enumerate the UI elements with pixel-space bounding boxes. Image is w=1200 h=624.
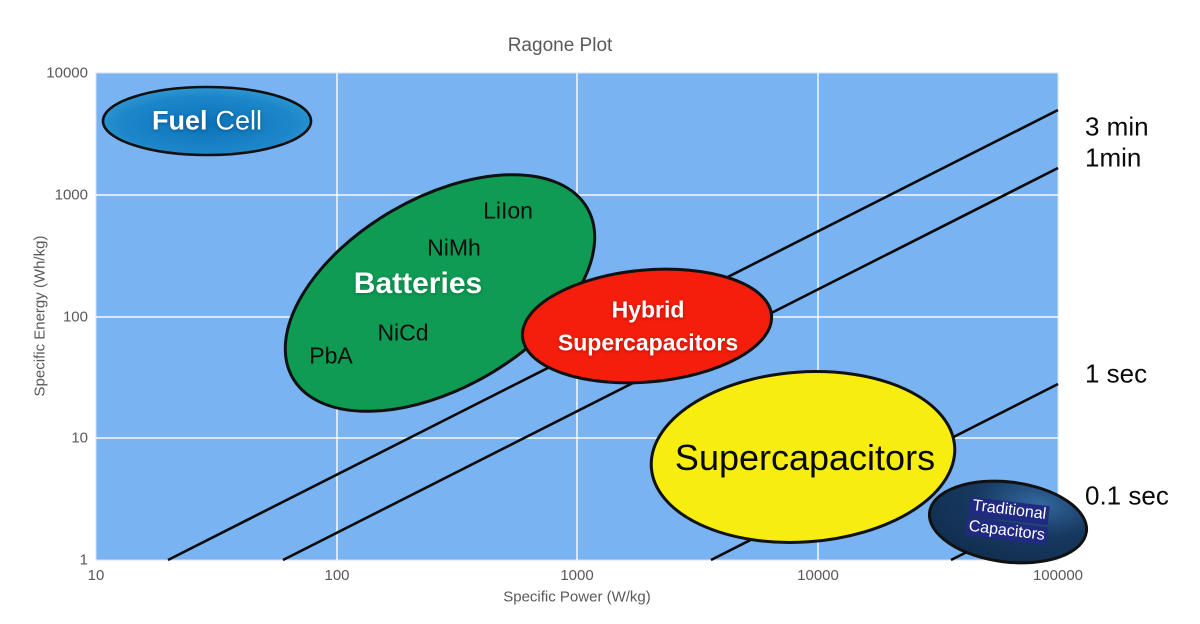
- liion-label: LiIon: [483, 197, 533, 224]
- hybrid-label-line2: Supercapacitors: [557, 329, 739, 355]
- x-tick-10000: 10000: [797, 567, 839, 584]
- hybrid-supercapacitors-label: Hybrid Supercapacitors: [558, 293, 738, 358]
- fuel-cell-label-bold: Fuel: [151, 105, 208, 136]
- nicd-label: NiCd: [377, 319, 429, 346]
- x-axis-title: Specific Power (W/kg): [503, 588, 651, 606]
- hybrid-label-line1: Hybrid: [611, 296, 685, 323]
- x-tick-1000: 1000: [560, 567, 594, 584]
- y-tick-1000: 1000: [54, 186, 88, 204]
- fuel-cell-ellipse: [101, 85, 313, 157]
- fuel-cell-label-regular: Cell: [215, 105, 263, 136]
- y-tick-1: 1: [79, 551, 88, 569]
- y-tick-100: 100: [62, 308, 88, 326]
- supercapacitors-label: Supercapacitors: [674, 437, 936, 478]
- time-label-3min: 3 min: [1085, 111, 1149, 142]
- supercapacitors-ellipse: [649, 370, 957, 544]
- batteries-ellipse: [283, 173, 597, 413]
- hybrid-supercapacitors-ellipse: [520, 267, 774, 385]
- x-tick-100000: 100000: [1032, 567, 1084, 584]
- batteries-label: Batteries: [353, 267, 483, 300]
- y-tick-10: 10: [71, 429, 88, 447]
- pba-label: PbA: [309, 342, 353, 369]
- nimh-label: NiMh: [427, 234, 481, 261]
- y-tick-10000: 10000: [46, 64, 88, 82]
- time-label-1sec: 1 sec: [1085, 358, 1148, 389]
- chart-title: Ragone Plot: [507, 35, 613, 56]
- time-label-01sec: 0.1 sec: [1085, 480, 1169, 511]
- x-tick-10: 10: [87, 567, 105, 584]
- x-tick-100: 100: [324, 567, 350, 584]
- time-label-1min: 1min: [1085, 142, 1142, 173]
